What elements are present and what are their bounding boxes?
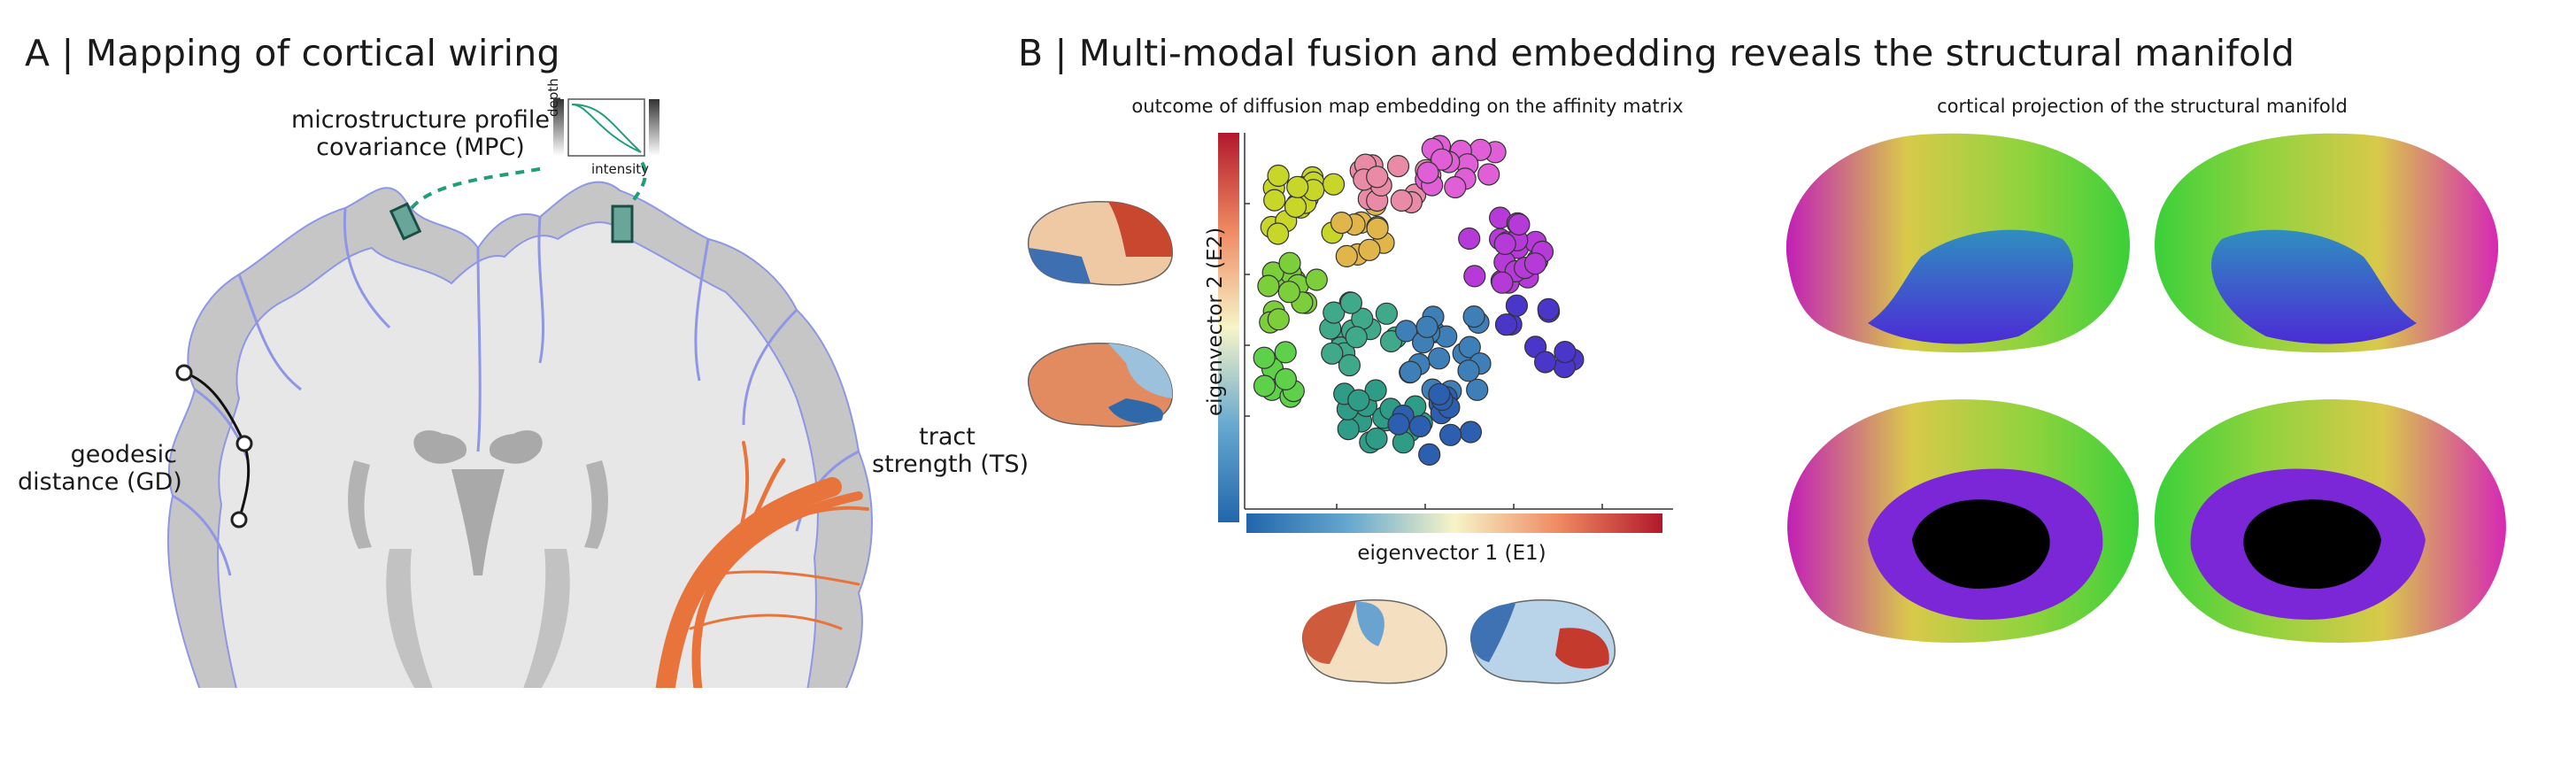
mpc-label: microstructure profile covariance (MPC) xyxy=(274,106,567,161)
mpc-label-line-2: covariance (MPC) xyxy=(316,134,525,161)
scatter-point xyxy=(1466,378,1489,401)
scatter-point xyxy=(1330,211,1354,235)
scatter-point xyxy=(1508,212,1531,236)
scatter-point xyxy=(1322,173,1346,196)
scatter-point xyxy=(1462,305,1485,328)
geodesic-path-icon xyxy=(175,364,253,529)
scatter-point xyxy=(1347,389,1370,412)
scatter-point xyxy=(1418,443,1441,466)
scatter-point xyxy=(1267,164,1290,188)
inset-x-label: intensity xyxy=(591,161,650,177)
x-axis-label: eigenvector 1 (E1) xyxy=(1357,542,1546,565)
scatter-point xyxy=(1491,271,1514,294)
scatter-point xyxy=(1274,367,1298,390)
scatter-point xyxy=(1305,268,1328,291)
scatter-point xyxy=(1284,195,1307,219)
mpc-connector-icon xyxy=(389,160,647,243)
brain-e2-medial-icon xyxy=(1028,342,1173,428)
coronal-brain-slice-icon xyxy=(166,181,873,688)
panel-b-title: B | Multi-modal fusion and embedding rev… xyxy=(1018,32,2295,74)
scatter-point xyxy=(1266,222,1290,245)
scatter-point xyxy=(1408,414,1431,438)
scatter-point xyxy=(1523,252,1546,275)
scatter-point xyxy=(1387,413,1410,436)
mpc-label-line-1: microstructure profile xyxy=(290,106,551,134)
scatter-point xyxy=(1428,347,1451,370)
scatter-point xyxy=(1338,354,1361,377)
scatter-point xyxy=(1428,382,1451,405)
gd-label-line-2: distance (GD) xyxy=(18,468,182,496)
brain-e1-medial-icon xyxy=(1470,598,1616,684)
scatter-point xyxy=(1253,374,1276,397)
scatter-point xyxy=(1534,351,1557,374)
projection-title: cortical projection of the structural ma… xyxy=(1937,96,2348,117)
panel-a-title: A | Mapping of cortical wiring xyxy=(25,32,560,74)
scatter-point xyxy=(1366,166,1389,189)
scatter-point xyxy=(1267,308,1290,331)
scatter-point xyxy=(1253,346,1276,369)
scatter-point xyxy=(1345,326,1368,349)
scatter-point xyxy=(1457,359,1480,382)
ts-label-line-2: strength (TS) xyxy=(872,451,1030,478)
scatter-point xyxy=(1463,265,1486,288)
scatter-point xyxy=(1335,244,1358,267)
scatter-point xyxy=(1554,341,1577,364)
scatter-point xyxy=(1365,427,1388,451)
scatter-point xyxy=(1286,175,1309,198)
ts-label: tract strength (TS) xyxy=(872,423,1030,478)
gd-label: geodesic distance (GD) xyxy=(18,441,182,496)
scatter-point xyxy=(1477,163,1500,186)
x-colorbar-icon xyxy=(1246,513,1662,533)
scatter-point xyxy=(1364,379,1387,402)
gd-label-line-1: geodesic xyxy=(70,441,177,468)
scatter-point xyxy=(1458,227,1481,251)
scatter-point xyxy=(1323,301,1346,324)
scatter-point xyxy=(1321,342,1344,365)
cortical-projection-icon xyxy=(1785,133,2506,644)
scatter-point xyxy=(1444,175,1467,199)
scatter-point xyxy=(1366,217,1389,240)
scatter-point xyxy=(1416,161,1439,184)
scatter-point xyxy=(1494,313,1518,336)
embedding-scatter-icon xyxy=(1244,133,1673,510)
mpc-inset-icon xyxy=(553,98,659,157)
scatter-point xyxy=(1505,294,1528,317)
y-axis-label: eigenvector 2 (E2) xyxy=(1204,227,1227,416)
scatter-point xyxy=(1337,418,1360,441)
brain-e1-lateral-icon xyxy=(1302,598,1447,684)
scatter-point xyxy=(1386,154,1410,178)
scatter-point xyxy=(1431,148,1454,171)
scatter-point xyxy=(1277,281,1300,304)
scatter-point xyxy=(1459,421,1482,444)
scatter-point xyxy=(1415,315,1438,338)
scatter-point xyxy=(1439,423,1462,446)
scatter-title: outcome of diffusion map embedding on th… xyxy=(1131,96,1684,117)
scatter-point xyxy=(1278,251,1301,274)
scatter-point xyxy=(1339,291,1363,314)
scatter-point xyxy=(1358,238,1381,261)
scatter-point xyxy=(1390,189,1413,212)
scatter-point xyxy=(1263,189,1286,212)
scatter-point xyxy=(1399,360,1422,383)
scatter-point xyxy=(1458,336,1481,359)
scatter-point xyxy=(1274,341,1297,364)
scatter-point xyxy=(1257,274,1280,297)
y-colorbar-icon xyxy=(1218,133,1239,522)
scatter-point xyxy=(1375,302,1398,325)
brain-e2-lateral-icon xyxy=(1028,200,1173,286)
ts-label-line-1: tract xyxy=(919,423,976,451)
scatter-point xyxy=(1537,297,1560,320)
scatter-point xyxy=(1493,232,1516,256)
